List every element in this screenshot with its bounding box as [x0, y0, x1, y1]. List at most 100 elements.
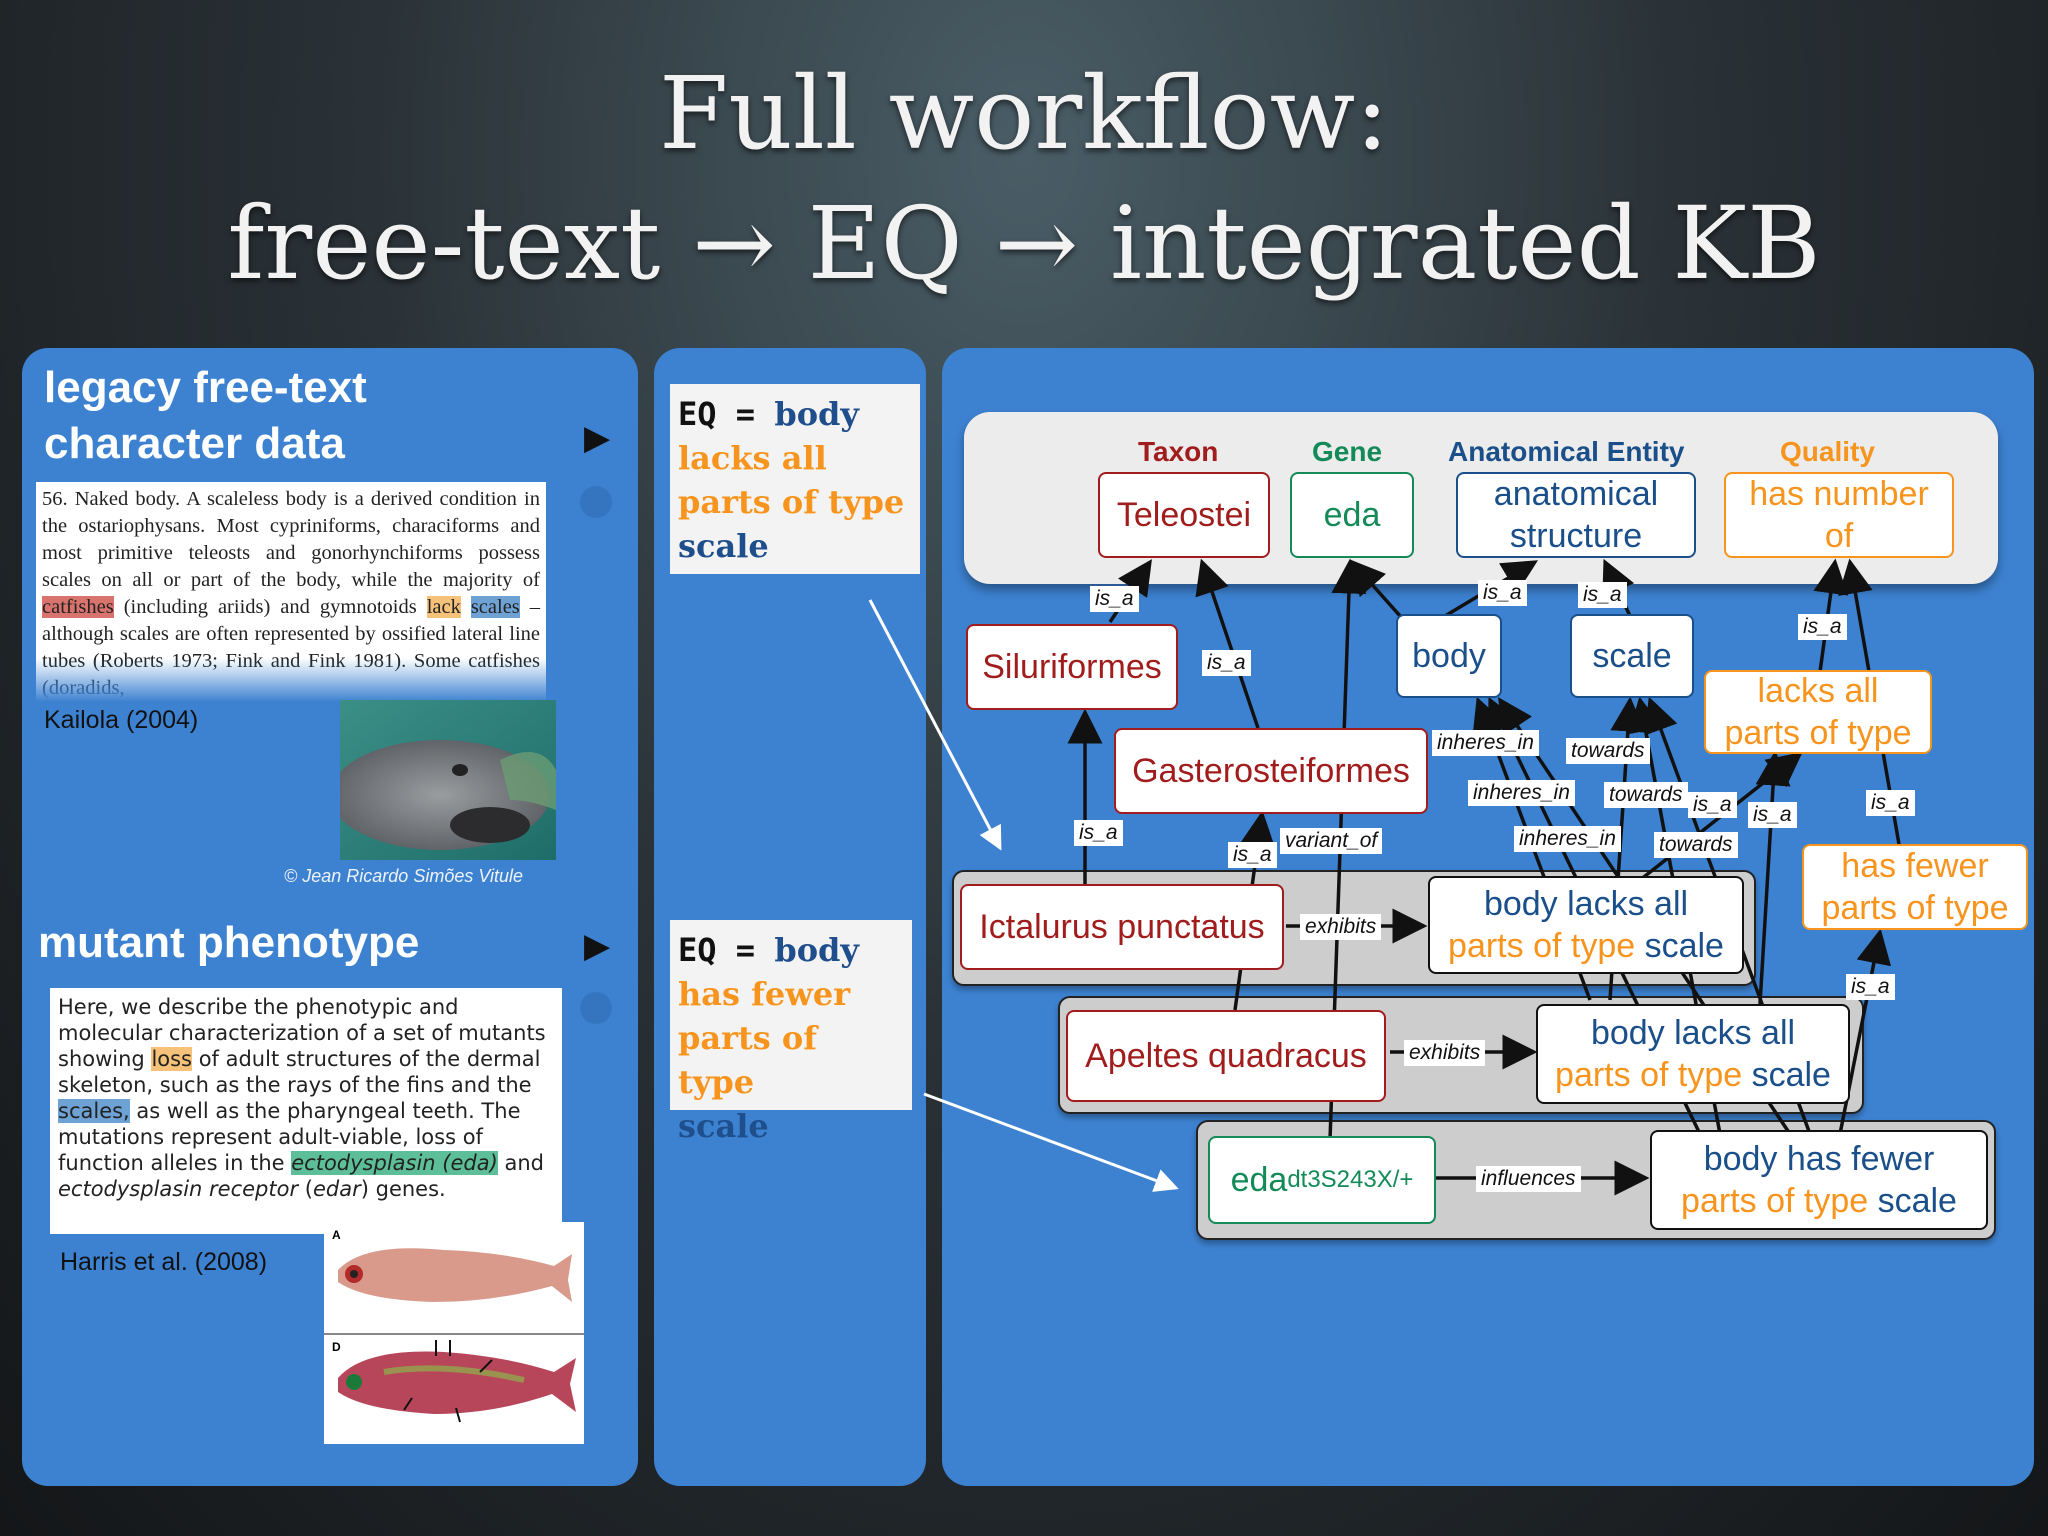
- legacy-bump: [580, 486, 612, 518]
- p2-body: body: [1590, 1014, 1665, 1052]
- p2-quality-line1: lacks all: [1674, 1014, 1796, 1052]
- highlight-eda: ectodysplasin (eda): [291, 1151, 498, 1175]
- legacy-text-excerpt: 56. Naked body. A scaleless body is a de…: [36, 482, 546, 702]
- edge-label-towards: towards: [1654, 832, 1738, 858]
- edge-label-exhibits: exhibits: [1300, 914, 1382, 940]
- p1-quality-line1: lacks all: [1567, 885, 1689, 923]
- photo-credit: © Jean Ricardo Simões Vitule: [284, 866, 524, 886]
- eq2-quality-line1: has fewer: [678, 975, 851, 1013]
- edge-label-towards: towards: [1604, 782, 1688, 808]
- edge-label-is-a: is_a: [1748, 802, 1797, 828]
- p1-quality-line2: parts of type: [1448, 927, 1636, 965]
- mutant-arrow-icon: ▶: [584, 927, 611, 965]
- edge-label-is-a: is_a: [1074, 820, 1123, 846]
- p1-scale: scale: [1644, 927, 1724, 965]
- node-ictalurus-punctatus: Ictalurus punctatus: [960, 884, 1284, 970]
- edge-label-variant-of: variant_of: [1280, 828, 1383, 854]
- category-taxon: Taxon: [1138, 436, 1219, 467]
- node-has-fewer-parts: has fewer parts of type: [1802, 844, 2028, 930]
- node-anatomical-structure: anatomical structure: [1456, 472, 1696, 558]
- edge-p2-lacks: [1755, 750, 1791, 1005]
- legacy-heading-line1: legacy free-text: [44, 363, 367, 412]
- mutant-text-part4: and: [497, 1151, 544, 1175]
- edge-label-is-a: is_a: [1798, 614, 1847, 640]
- eq2-quality-line2: parts of type: [678, 1019, 818, 1101]
- p3-quality-line2: parts of type: [1681, 1182, 1869, 1220]
- mutant-citation: Harris et al. (2008): [60, 1248, 268, 1276]
- highlight-loss: loss: [151, 1047, 193, 1071]
- node-lacks-all-line2: parts of type: [1724, 714, 1912, 752]
- legacy-citation: Kailola (2004): [44, 706, 199, 734]
- edge-label-inheres-in: inheres_in: [1468, 780, 1575, 806]
- edge-label-is-a: is_a: [1228, 842, 1277, 868]
- highlight-lack: lack: [426, 596, 461, 618]
- node-body: body: [1396, 614, 1502, 698]
- legacy-heading-line2: character data: [44, 419, 345, 468]
- edge-label-is-a: is_a: [1090, 586, 1139, 612]
- node-apeltes-quadracus: Apeltes quadracus: [1066, 1010, 1386, 1102]
- p2-quality-line2: parts of type: [1555, 1056, 1743, 1094]
- mutant-text-edar: edar: [312, 1177, 361, 1201]
- p3-quality-line1: has fewer: [1786, 1140, 1935, 1178]
- edge-label-is-a: is_a: [1478, 580, 1527, 606]
- zebrafish-figure: [324, 1222, 584, 1444]
- white-arrow-eq2: [923, 1092, 1179, 1192]
- legacy-text-part1: 56. Naked body. A scaleless body is a de…: [42, 488, 540, 591]
- edge-label-is-a: is_a: [1846, 974, 1895, 1000]
- edge-label-is-a: is_a: [1866, 790, 1915, 816]
- edge-label-is-a: is_a: [1688, 792, 1737, 818]
- eq1-equals: =: [716, 395, 775, 433]
- p3-scale: scale: [1877, 1182, 1957, 1220]
- node-lacks-all-line1: lacks all: [1757, 672, 1879, 710]
- eq-box-lacks: EQ = body lacks all parts of type scale: [670, 384, 920, 574]
- edge-gasterosteiformes-teleostei: [1195, 558, 1260, 729]
- node-anatomical-structure-line2: structure: [1509, 517, 1643, 555]
- catfish-photo: [340, 700, 556, 860]
- eq-box-fewer: EQ = body has fewer parts of type scale: [670, 920, 912, 1145]
- eq1-entity: body: [774, 395, 860, 433]
- edge-label-exhibits: exhibits: [1404, 1040, 1486, 1066]
- node-eda-gene: eda: [1290, 472, 1414, 558]
- node-teleostei: Teleostei: [1098, 472, 1270, 558]
- eq2-label: EQ: [678, 931, 717, 969]
- slide-title-line1: Full workflow:: [659, 55, 1389, 172]
- eda-allele-name: eda: [1230, 1161, 1288, 1199]
- highlight-catfishes: catfishes: [42, 596, 114, 618]
- node-has-number-of: has number of: [1724, 472, 1954, 558]
- legacy-arrow-icon: ▶: [584, 419, 611, 457]
- p3-body: body: [1703, 1140, 1778, 1178]
- eq1-label: EQ: [678, 395, 717, 433]
- eq2-equals: =: [716, 931, 775, 969]
- legacy-text-part3: – although scales are often represented …: [42, 596, 541, 699]
- eq2-value: scale: [678, 1107, 769, 1145]
- legacy-text-part2: (including ariids) and gymnotoids: [113, 596, 427, 618]
- p1-body: body: [1483, 885, 1558, 923]
- mutant-text-part3: as well as the pharyngeal teeth. The mut…: [58, 1099, 521, 1175]
- mutant-text-edar-name: ectodysplasin receptor: [58, 1177, 299, 1201]
- eq2-entity: body: [774, 931, 860, 969]
- edge-label-towards: towards: [1566, 738, 1650, 764]
- category-gene: Gene: [1312, 436, 1383, 467]
- node-anatomical-structure-line1: anatomical: [1493, 475, 1659, 513]
- node-scale: scale: [1570, 614, 1694, 698]
- mutant-bump: [580, 992, 612, 1024]
- node-has-fewer-line2: parts of type: [1821, 889, 2009, 927]
- category-quality: Quality: [1780, 436, 1875, 467]
- figure-label-a: A: [332, 1228, 341, 1242]
- node-lacks-all-parts: lacks all parts of type: [1704, 670, 1932, 754]
- eq1-quality-line1: lacks all: [678, 439, 827, 477]
- p2-scale: scale: [1751, 1056, 1831, 1094]
- node-gasterosteiformes: Gasterosteiformes: [1114, 728, 1428, 814]
- mutant-text-part8: ) genes.: [360, 1177, 446, 1201]
- edge-label-is-a: is_a: [1202, 650, 1251, 676]
- mutant-text-part1: Here, we describe the phenotypic and mol…: [58, 995, 546, 1071]
- highlight-scales: scales: [470, 596, 520, 618]
- node-phenotype-eda: body has fewer parts of type scale: [1650, 1130, 1988, 1230]
- figure-label-d: D: [332, 1340, 341, 1354]
- node-phenotype-ictalurus: body lacks all parts of type scale: [1428, 876, 1744, 974]
- mutant-text-part2: of adult structures of the dermal skelet…: [58, 1047, 541, 1097]
- edge-label-is-a: is_a: [1578, 582, 1627, 608]
- node-siluriformes: Siluriformes: [966, 624, 1178, 710]
